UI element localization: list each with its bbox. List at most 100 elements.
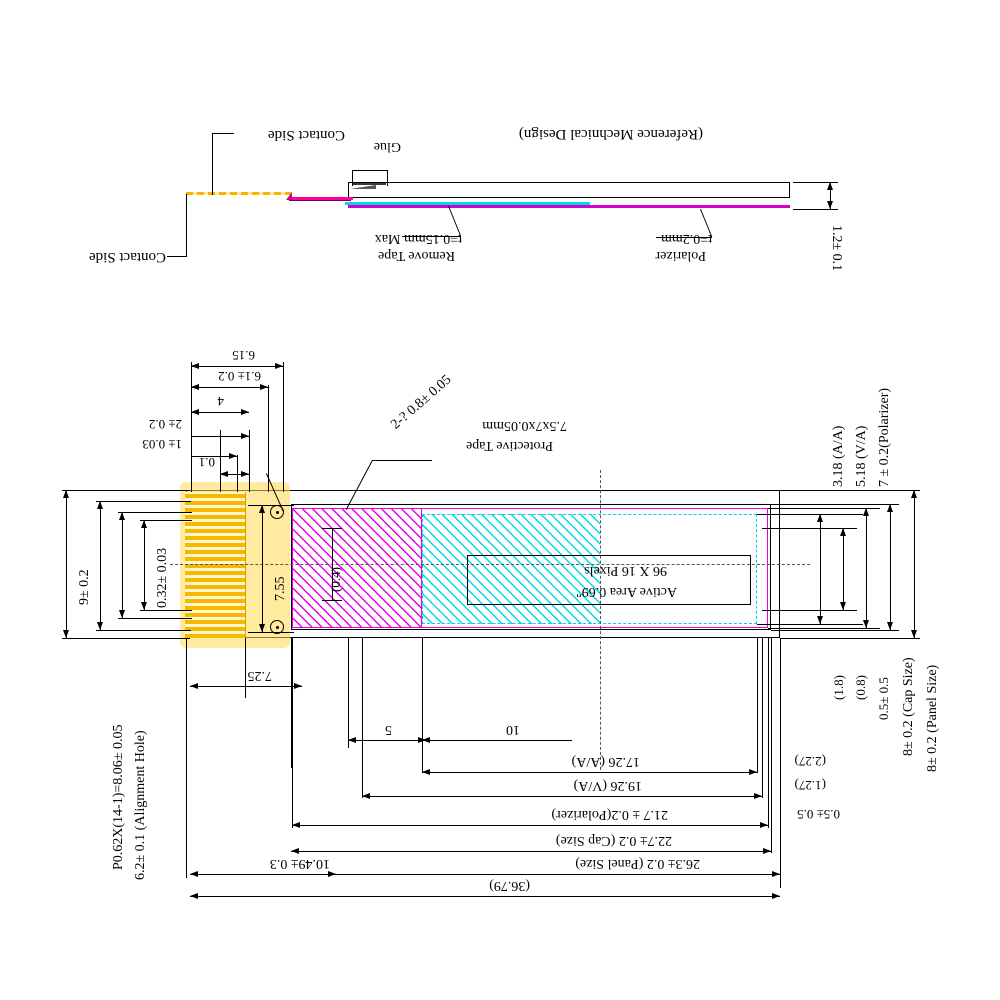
bd-ext-fpc-left xyxy=(186,638,187,878)
bd-ext-panel-right xyxy=(780,638,781,888)
thickness-label: 1.2± 0.1 xyxy=(829,225,844,272)
dim-10-line xyxy=(422,740,572,741)
dim-217-line xyxy=(292,825,768,826)
dim-4-line xyxy=(191,412,249,413)
side-view-glue-wedge xyxy=(350,185,376,189)
viewing-area-hatch xyxy=(422,514,600,624)
dim-518-arrow-d xyxy=(840,602,846,610)
dim-4-label: 4 xyxy=(217,394,225,409)
dim-318-line xyxy=(820,514,821,624)
dim-8cap-arrow-u xyxy=(887,504,893,512)
dim-8cap-label: 8± 0.2 (Cap Size) xyxy=(901,657,916,756)
tl-ext-1 xyxy=(191,362,192,492)
dim-1926-arrow-r xyxy=(754,793,762,799)
protective-tape-line2: 7.5x7x0.05mm xyxy=(482,418,567,433)
dim-127-label: (1.27) xyxy=(794,778,826,793)
side-view-fpc-edge-dark xyxy=(289,200,351,201)
inner-small-dim-line xyxy=(332,528,333,600)
remove-tape-label: Remove Tape xyxy=(378,248,455,263)
dim-1049-line xyxy=(190,874,336,875)
rd-ext-7 xyxy=(771,504,899,505)
polarizer-outline xyxy=(292,508,768,628)
dim-6-15-label: 6.15 xyxy=(232,348,255,363)
alignment-hole-top-dot xyxy=(276,511,279,514)
bd-ext-va-right xyxy=(762,638,763,798)
remove-tape-leader-h xyxy=(402,236,460,237)
dim-1926-label: 19.26 (V/A) xyxy=(573,778,642,793)
lv-ext-bot xyxy=(62,638,190,639)
dim-1726-arrow-r xyxy=(749,769,757,775)
side-view-glue-line xyxy=(352,183,386,185)
contact-side-lower-leader-h xyxy=(167,256,187,257)
glue-bracket-right xyxy=(387,170,388,186)
bd-ext-tape-left xyxy=(348,638,349,748)
dim-10-label: 10 xyxy=(506,722,520,737)
active-area-label-box xyxy=(467,555,751,605)
polarizer-leader-h xyxy=(656,237,712,238)
dim-align-arrow-u xyxy=(119,512,125,520)
rd-ext-9 xyxy=(780,490,920,491)
rd-ext-6 xyxy=(768,628,880,629)
fpc-right-edge xyxy=(245,492,246,638)
lv-ext-top xyxy=(62,490,190,491)
dim-8panel-arrow-d xyxy=(911,630,917,638)
contact-side-lower-leader-v xyxy=(186,194,187,256)
dim-032-label: 0.32± 0.03 xyxy=(155,547,170,608)
reference-design-note-text: (Reference Mechnical Design) xyxy=(518,126,703,142)
dim-318-arrow-d xyxy=(817,616,823,624)
fpc-pins xyxy=(185,492,245,638)
dim-9-arrow-u xyxy=(63,490,69,498)
protective-tape-leader-h xyxy=(372,460,432,461)
dim-2-line xyxy=(191,436,249,437)
contact-side-upper-leader-v xyxy=(212,133,213,195)
dim-318-label: 3.18 (A/A) xyxy=(831,425,846,487)
contact-side-lower-label: Contact Side xyxy=(88,249,166,265)
bd-ext-cap-right xyxy=(771,638,772,853)
dim-01-label: 0.1 xyxy=(198,455,215,470)
dim-pitch-line xyxy=(100,501,101,630)
dim-755-arrow-d xyxy=(259,624,265,632)
active-area-line2: 96 X 16 Pixels xyxy=(584,563,667,578)
side-view-fpc-kink xyxy=(286,192,292,200)
dim-8panel-label: 8± 0.2 (Panel Size) xyxy=(925,664,940,772)
dim-755-line xyxy=(262,505,263,632)
viewing-area-outline xyxy=(422,514,757,624)
bd-ext-aa-right xyxy=(757,638,758,773)
dim-725-label: 7.25 xyxy=(247,668,273,683)
glue-label: Glue xyxy=(373,139,401,154)
side-view-fpc-gold xyxy=(186,192,291,195)
inner-small-dim-bot xyxy=(322,600,342,601)
thickness-dim-line xyxy=(830,182,831,209)
dim-pitch-label: P0.62X(14-1)=8.06± 0.05 xyxy=(111,724,126,870)
dim-2-arrow-r xyxy=(241,433,249,439)
dim-9-line xyxy=(66,490,67,638)
dim-08-label: (0.8) xyxy=(853,675,868,700)
dim-032-arrow-d xyxy=(141,602,147,610)
side-view-remove-tape-strip xyxy=(345,202,590,205)
dim-7-arrow-d xyxy=(863,620,869,628)
dim-1926-line xyxy=(362,796,762,797)
rd-ext-10 xyxy=(780,638,920,639)
lv-ext-top-4 xyxy=(140,520,192,521)
thickness-ext-top xyxy=(793,182,838,183)
dim-217-arrow-r xyxy=(760,822,768,828)
side-view-polarizer-strip xyxy=(348,205,790,208)
dim-6-15-line xyxy=(191,366,283,367)
dim-755-ext-bot xyxy=(248,632,294,633)
protective-tape-line1: Protective Tape xyxy=(465,438,553,453)
lv-ext-top-2 xyxy=(96,501,191,502)
rd-ext-3 xyxy=(762,528,857,529)
thickness-arrow-up xyxy=(827,182,833,190)
dim-1049-arrow-r xyxy=(328,871,336,877)
dim-pitch-arrow-u xyxy=(97,501,103,509)
lv-ext-top-3 xyxy=(118,512,192,513)
bd-ext-va-left xyxy=(362,638,363,798)
dim-01-line xyxy=(220,474,249,475)
dim-8cap-line xyxy=(890,504,891,630)
rd-ext-8 xyxy=(771,630,899,631)
polarizer-thickness-label: t=0.2mm xyxy=(660,231,712,246)
polarizer-region-left xyxy=(292,508,422,628)
dim-align-label: 6.2± 0.1 (Alignment Hole) xyxy=(133,730,148,880)
thickness-arrow-down xyxy=(827,201,833,209)
lv-ext-bot-3 xyxy=(118,618,192,619)
